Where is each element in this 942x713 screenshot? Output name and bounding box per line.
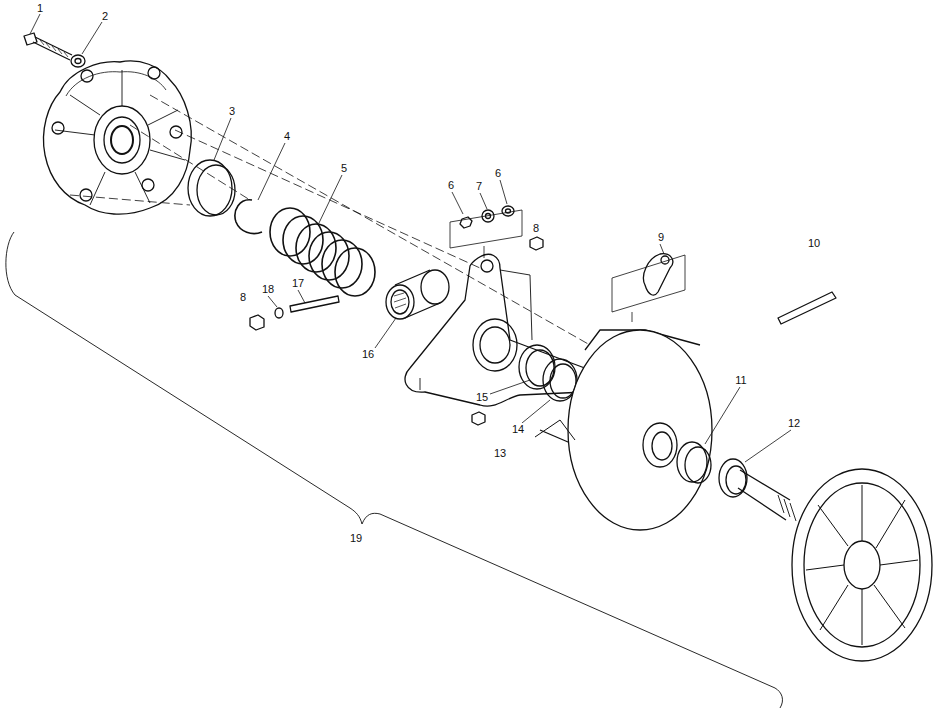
- nut: [472, 412, 485, 425]
- moveable-sheave: [535, 330, 712, 530]
- sheave-bushing: [677, 442, 747, 497]
- spider: [405, 254, 595, 406]
- callout-number: 10: [807, 237, 821, 249]
- clutch-spring: [270, 208, 375, 296]
- callout-number: 19: [349, 532, 363, 544]
- callout-number: 3: [228, 105, 236, 117]
- spacer-washer: [519, 345, 577, 401]
- callout-number: 13: [493, 447, 507, 459]
- bushing-ring: [188, 160, 235, 216]
- roller-kit-outline: [450, 210, 522, 258]
- group-bracket: [6, 232, 783, 708]
- weight-pin: [778, 292, 836, 324]
- callout-number: 7: [475, 180, 483, 192]
- callout-number: 18: [261, 283, 275, 295]
- callout-number: 5: [340, 162, 348, 174]
- callout-number: 8: [239, 291, 247, 303]
- callout-number: 1: [36, 2, 44, 14]
- snap-ring: [235, 200, 262, 234]
- pin-washer: [275, 308, 283, 318]
- washer: [71, 55, 85, 67]
- assembly-axis: [70, 95, 590, 345]
- clutch-cover: [43, 61, 191, 214]
- callout-number: 6: [494, 167, 502, 179]
- cover-bolt: [24, 33, 72, 60]
- callout-number: 6: [447, 179, 455, 191]
- callout-number: 11: [734, 374, 747, 386]
- flyweight-outline: [612, 255, 685, 322]
- leader-line: [30, 14, 791, 462]
- spider-bushing: [386, 270, 449, 319]
- callout-number: 17: [291, 277, 305, 289]
- callout-number: 2: [101, 10, 109, 22]
- callout-number: 12: [787, 417, 801, 429]
- callout-number: 8: [532, 222, 540, 234]
- roller-pin: [290, 296, 339, 312]
- fixed-sheave: [738, 469, 932, 661]
- roller-parts: [460, 206, 514, 228]
- nut: [530, 237, 543, 250]
- callout-number: 4: [283, 130, 291, 142]
- flyweight: [643, 254, 672, 295]
- callout-number: 14: [511, 423, 525, 435]
- nut: [250, 315, 264, 330]
- callout-number: 16: [361, 348, 375, 360]
- callout-number: 9: [657, 231, 665, 243]
- callout-number: 15: [475, 391, 489, 403]
